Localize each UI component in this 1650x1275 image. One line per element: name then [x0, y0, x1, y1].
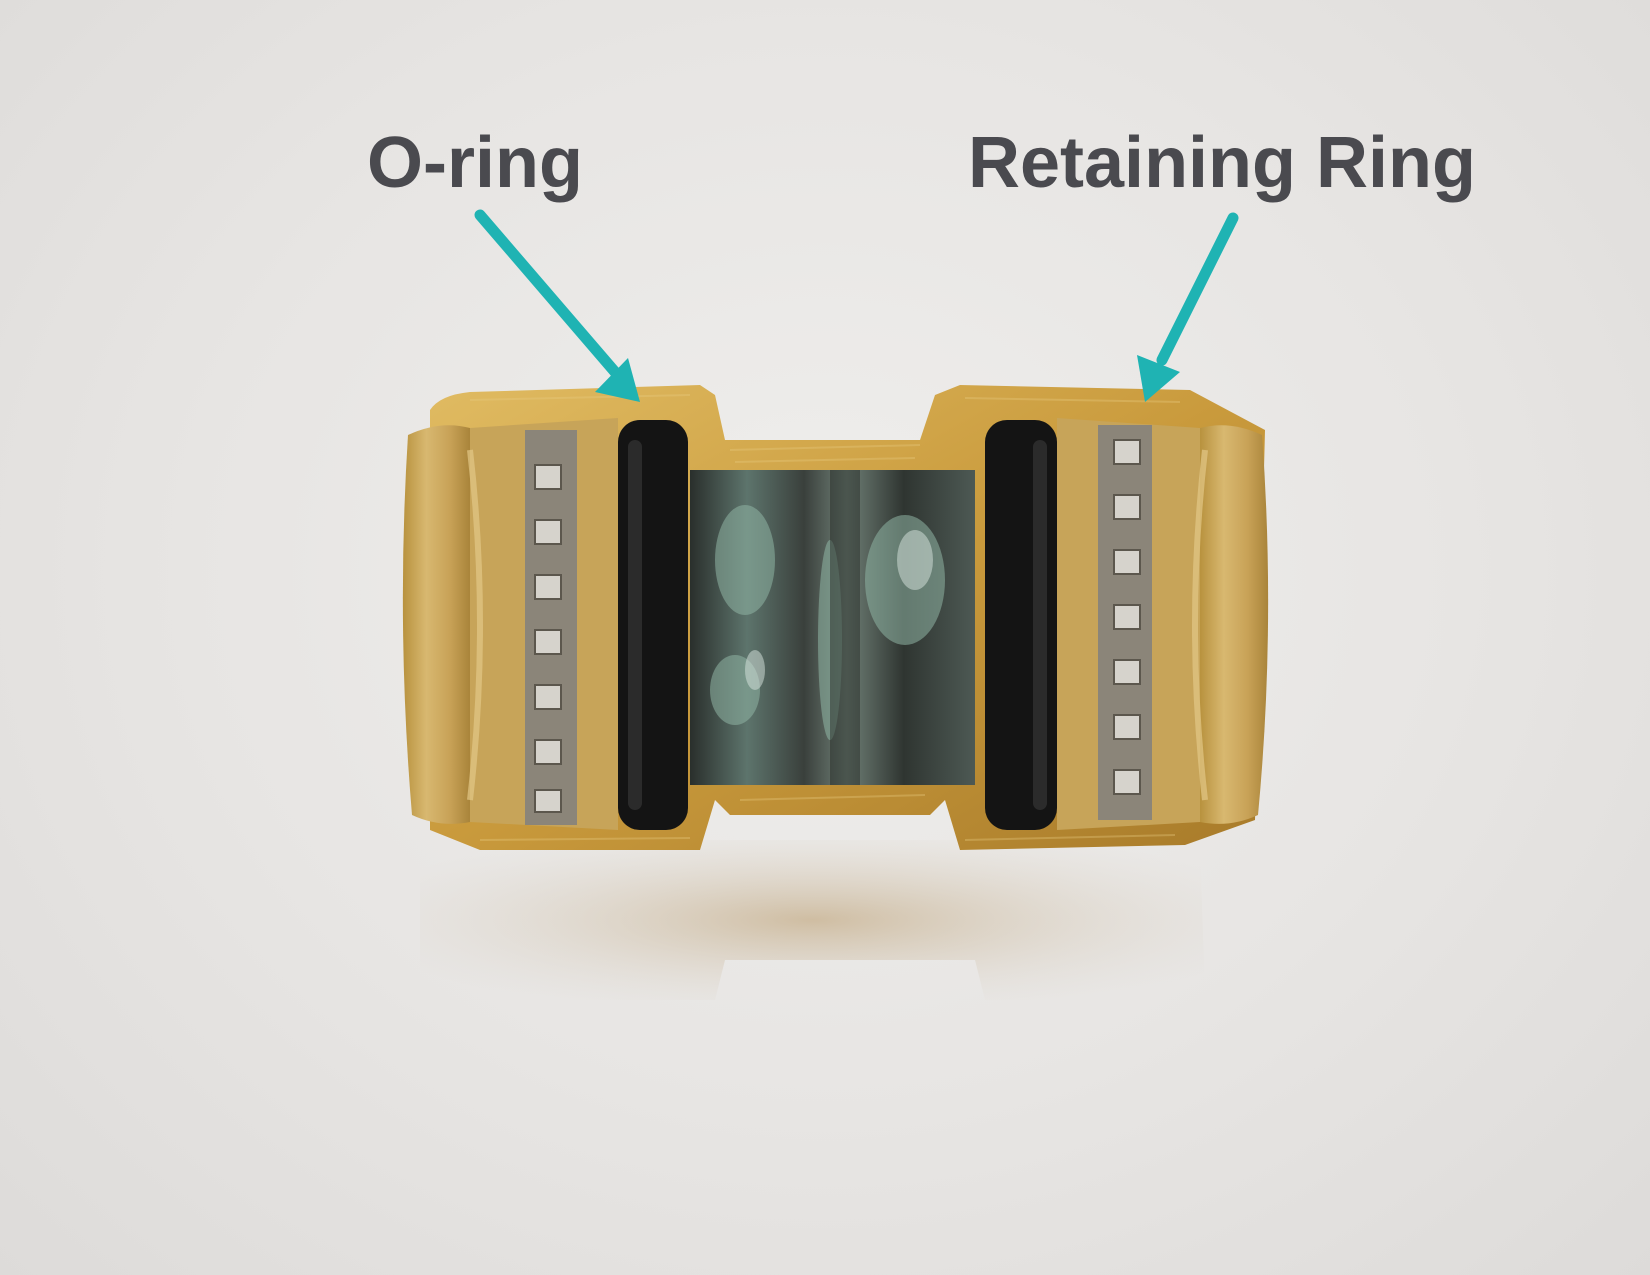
plastic-collar-left — [402, 418, 618, 830]
o-ring-label: O-ring — [367, 123, 583, 203]
fitting-shadow — [420, 840, 1205, 1000]
o-ring-left — [618, 420, 688, 830]
o-ring-right — [985, 420, 1057, 830]
corroded-bore — [690, 470, 975, 785]
retaining-ring-left — [525, 430, 577, 825]
retaining-ring-right — [1098, 425, 1152, 820]
retaining-ring-label: Retaining Ring — [968, 123, 1476, 203]
plastic-collar-right — [1057, 418, 1269, 830]
retaining-ring-arrow — [1137, 212, 1239, 402]
o-ring-arrow — [474, 209, 640, 402]
